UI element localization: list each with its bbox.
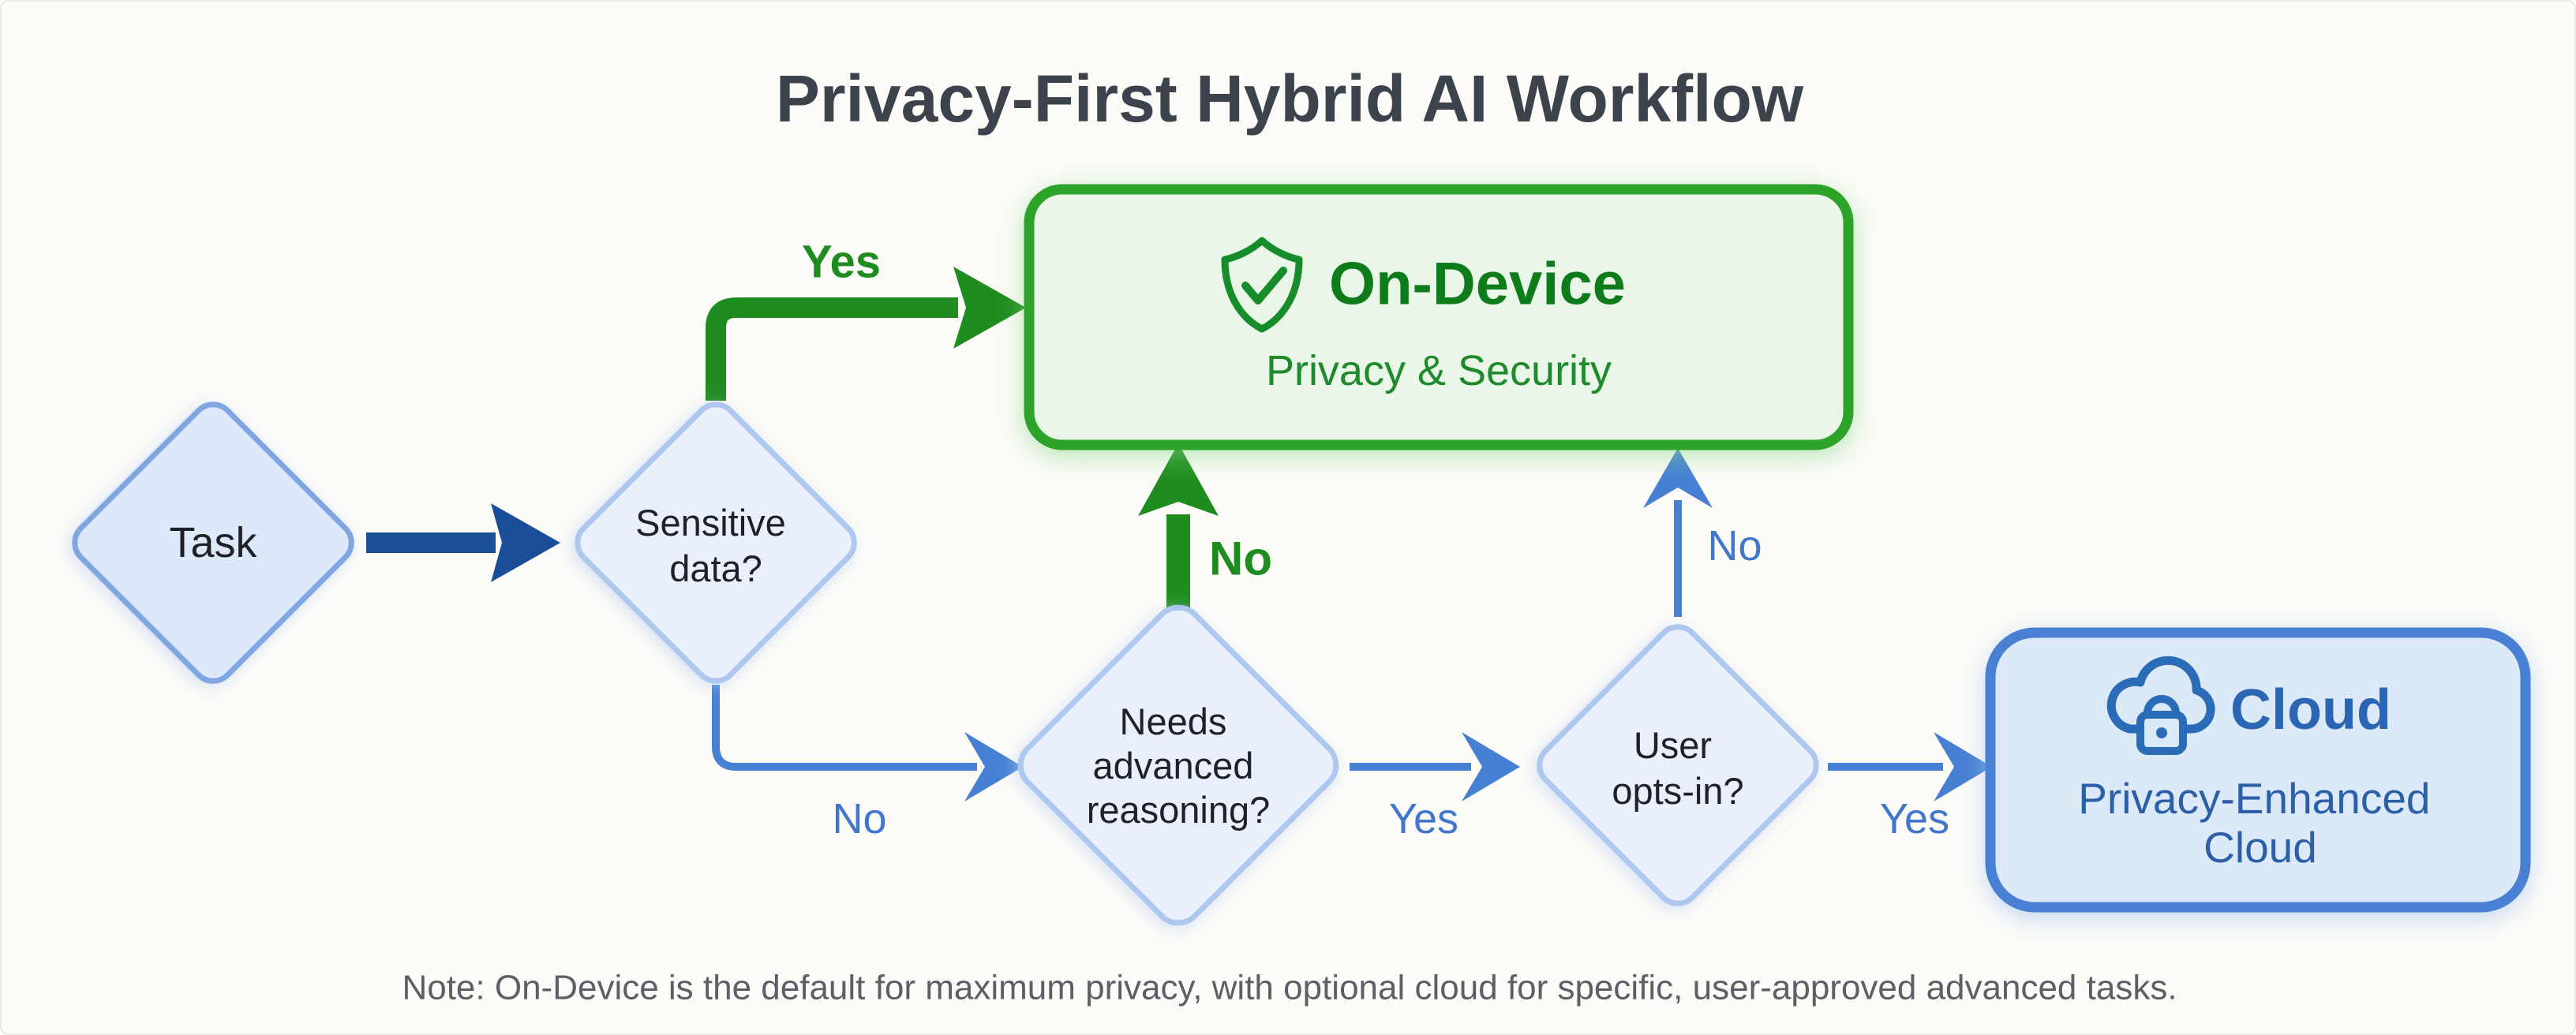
user-opts-in-label: User opts-in? (1612, 724, 1743, 812)
arrow-reasoning-no-to-ondevice (1138, 443, 1219, 618)
arrow-sensitive-yes-to-ondevice (706, 267, 1026, 401)
task-diamond: Task (72, 402, 354, 684)
sensitive-data-diamond: Sensitive data? (575, 402, 857, 684)
on-device-subtitle: Privacy & Security (1266, 347, 1612, 394)
shield-check-icon (1221, 237, 1303, 333)
edge-label-optsin-yes: Yes (1880, 795, 1949, 843)
cloud-title: Cloud (2230, 678, 2391, 742)
arrow-sensitive-no-to-reasoning (712, 685, 1023, 801)
needs-reasoning-diamond: Needs advanced reasoning? (1017, 604, 1339, 926)
sensitive-data-label: Sensitive data? (635, 502, 796, 589)
arrow-task-to-sensitive (366, 503, 560, 582)
note-text: Note: On-Device is the default for maxim… (402, 969, 2177, 1007)
page-title: Privacy-First Hybrid AI Workflow (776, 62, 1804, 136)
needs-reasoning-label: Needs advanced reasoning? (1087, 701, 1271, 831)
arrow-reasoning-yes-to-optsin (1350, 732, 1520, 801)
edge-label-optsin-no: No (1707, 522, 1762, 570)
user-opts-in-diamond: User opts-in? (1537, 624, 1819, 906)
edge-label-reasoning-yes: Yes (1389, 795, 1458, 843)
on-device-title: On-Device (1329, 251, 1626, 318)
edge-label-sensitive-no: No (832, 795, 886, 843)
cloud-node: Cloud Privacy-Enhanced Cloud (1985, 627, 2531, 913)
cloud-lock-icon (2106, 656, 2215, 755)
arrow-optsin-yes-to-cloud (1828, 732, 1992, 801)
edge-label-sensitive-yes: Yes (802, 237, 881, 288)
cloud-subtitle: Privacy-Enhanced Cloud (2078, 774, 2443, 872)
task-label: Task (169, 519, 257, 566)
arrow-optsin-no-to-ondevice (1643, 448, 1713, 617)
edge-label-reasoning-no: No (1209, 532, 1272, 585)
on-device-node: On-Device Privacy & Security (1024, 184, 1854, 450)
